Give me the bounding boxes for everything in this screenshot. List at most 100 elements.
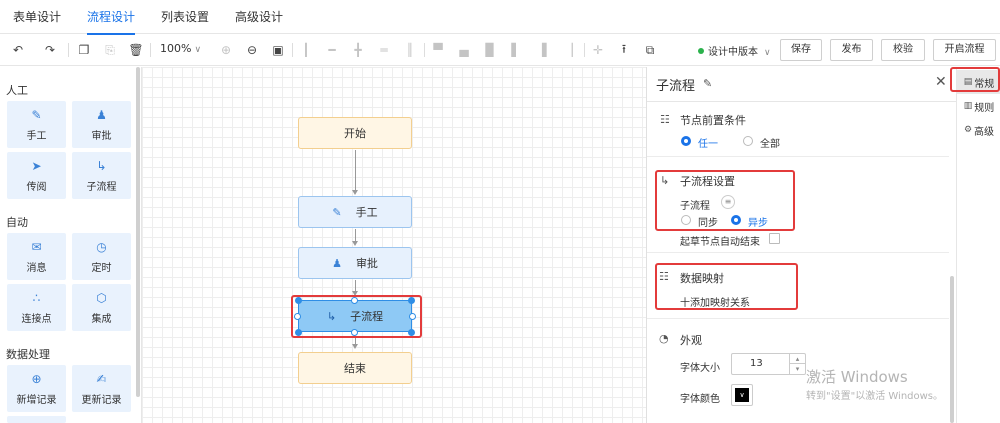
- side-tab-advanced[interactable]: ⚙高级: [963, 125, 995, 138]
- palette-item-update-record[interactable]: ✍更新记录: [72, 365, 131, 412]
- radio-all[interactable]: [743, 136, 753, 146]
- palette-item-circulate[interactable]: ➤传阅: [7, 152, 66, 199]
- panel-scrollbar[interactable]: [950, 276, 954, 423]
- palette-item-message[interactable]: ✉消息: [7, 233, 66, 280]
- auto-end-checkbox[interactable]: [769, 233, 780, 244]
- top-tab-bar: 表单设计 流程设计 列表设置 高级设计: [0, 0, 1000, 35]
- distribute-left-icon[interactable]: ▌: [511, 43, 521, 57]
- side-tab-rules[interactable]: ▥规则: [963, 101, 995, 114]
- subflow-icon: ↳: [96, 159, 107, 173]
- font-size-label: 字体大小: [680, 363, 720, 374]
- radio-sync[interactable]: [681, 215, 691, 225]
- flow-node-end[interactable]: 结束: [298, 352, 412, 384]
- stepper-down-icon[interactable]: ▾: [789, 364, 805, 374]
- fit-view-icon[interactable]: ▣: [272, 43, 284, 57]
- radio-all-label: 全部: [760, 139, 780, 150]
- move-icon[interactable]: ✛: [592, 43, 604, 57]
- font-size-value: 13: [750, 358, 763, 369]
- edit-icon: ✎: [332, 205, 342, 219]
- align-right-icon[interactable]: ║: [406, 43, 414, 57]
- flow-edge[interactable]: [355, 229, 356, 242]
- appearance-title: 外观: [680, 334, 702, 347]
- zoom-select[interactable]: 100%∨: [160, 42, 202, 55]
- toolbar-divider: [584, 43, 585, 57]
- flow-node-approval[interactable]: ♟审批: [298, 247, 412, 279]
- distribute-bottom-icon[interactable]: ▄: [459, 43, 469, 57]
- flow-edge[interactable]: [355, 150, 356, 191]
- palette-item-approval[interactable]: ♟审批: [72, 101, 131, 148]
- tab-process-design[interactable]: 流程设计: [74, 0, 148, 35]
- tab-list-settings[interactable]: 列表设置: [161, 10, 210, 24]
- plus-circle-icon: ⊕: [31, 372, 42, 386]
- distribute-top-icon[interactable]: ▀: [433, 43, 443, 57]
- resize-handle[interactable]: [351, 297, 358, 304]
- stepper-up-icon[interactable]: ▴: [789, 354, 805, 364]
- undo-icon[interactable]: ↶: [12, 43, 24, 57]
- tab-form-design[interactable]: 表单设计: [13, 10, 62, 24]
- arrow-head: [352, 344, 358, 349]
- save-button[interactable]: 保存: [780, 39, 822, 61]
- font-size-stepper[interactable]: 13 ▴ ▾: [731, 353, 806, 375]
- distribute-right-icon[interactable]: ▕: [563, 43, 573, 57]
- tab-advanced-design[interactable]: 高级设计: [235, 10, 284, 24]
- validate-button[interactable]: 校验: [881, 39, 925, 61]
- chevron-down-icon: ∨: [735, 388, 749, 402]
- start-process-button[interactable]: 开启流程: [933, 39, 996, 61]
- distribute-vertical-icon[interactable]: ▉: [485, 43, 495, 57]
- add-mapping-link[interactable]: 十添加映射关系: [680, 298, 750, 309]
- zoom-in-icon[interactable]: ⊕: [220, 43, 232, 57]
- activation-watermark-text: 转到"设置"以激活 Windows。: [806, 391, 944, 402]
- radio-async[interactable]: [731, 215, 741, 225]
- message-icon: ✉: [31, 240, 42, 254]
- resize-handle[interactable]: [408, 329, 415, 336]
- font-color-picker[interactable]: ∨: [731, 384, 753, 406]
- resize-handle[interactable]: [351, 329, 358, 336]
- data-mapping-title: 数据映射: [680, 272, 724, 285]
- align-top-icon[interactable]: ━: [328, 43, 336, 57]
- flow-node-manual[interactable]: ✎手工: [298, 196, 412, 228]
- activation-watermark-title: 激活 Windows: [806, 368, 908, 386]
- arrow-head: [352, 190, 358, 195]
- resize-handle[interactable]: [295, 329, 302, 336]
- flow-edge[interactable]: [355, 280, 356, 292]
- edit-icon[interactable]: ✎: [703, 77, 713, 90]
- user-icon: ♟: [96, 108, 107, 122]
- align-middle-icon[interactable]: ═: [380, 43, 388, 57]
- radio-any[interactable]: [681, 136, 691, 146]
- palette-scrollbar[interactable]: [136, 67, 140, 397]
- resize-handle[interactable]: [409, 313, 416, 320]
- palette-item-integration[interactable]: ⬡集成: [72, 284, 131, 331]
- publish-button[interactable]: 发布: [830, 39, 873, 61]
- side-tabs: ▤常规 ▥规则 ⚙高级: [956, 67, 1000, 423]
- copy-icon[interactable]: ❐: [78, 43, 90, 57]
- property-panel: 子流程 ✎ ✕ ☷ 节点前置条件 任一 全部 ↳ 子流程设置 子流程 ≡ 同步 …: [646, 67, 957, 423]
- align-left-icon[interactable]: ┃: [302, 43, 310, 57]
- subflow-field-label: 子流程: [680, 201, 710, 212]
- distribute-horizontal-icon[interactable]: ▐: [537, 43, 547, 57]
- select-subflow-icon[interactable]: ≡: [721, 195, 735, 209]
- resize-handle[interactable]: [295, 297, 302, 304]
- palette-item-add-record[interactable]: ⊕新增记录: [7, 365, 66, 412]
- close-icon[interactable]: ✕: [935, 74, 947, 90]
- palette-item-timer[interactable]: ◷定时: [72, 233, 131, 280]
- palette-item-partial[interactable]: [7, 416, 66, 423]
- export-icon[interactable]: ⭱: [621, 41, 627, 56]
- paste-icon[interactable]: ⎘: [105, 42, 115, 57]
- align-center-icon[interactable]: ╋: [354, 43, 362, 57]
- highlight-box: [655, 263, 798, 310]
- version-select[interactable]: 设计中版本∨: [698, 43, 771, 58]
- redo-icon[interactable]: ↷: [44, 43, 56, 57]
- resize-handle[interactable]: [294, 313, 301, 320]
- zoom-out-icon[interactable]: ⊖: [246, 43, 258, 57]
- rules-icon: ▥: [963, 101, 973, 111]
- palette-item-connector[interactable]: ∴连接点: [7, 284, 66, 331]
- flow-node-start[interactable]: 开始: [298, 117, 412, 149]
- fullscreen-icon[interactable]: ⧉: [645, 42, 655, 57]
- palette-item-manual[interactable]: ✎手工: [7, 101, 66, 148]
- resize-handle[interactable]: [408, 297, 415, 304]
- flow-edge[interactable]: [355, 338, 356, 345]
- radio-any-label: 任一: [698, 139, 718, 150]
- highlight-box: [950, 67, 1000, 92]
- delete-icon[interactable]: 🗑: [128, 43, 144, 57]
- palette-item-subflow[interactable]: ↳子流程: [72, 152, 131, 199]
